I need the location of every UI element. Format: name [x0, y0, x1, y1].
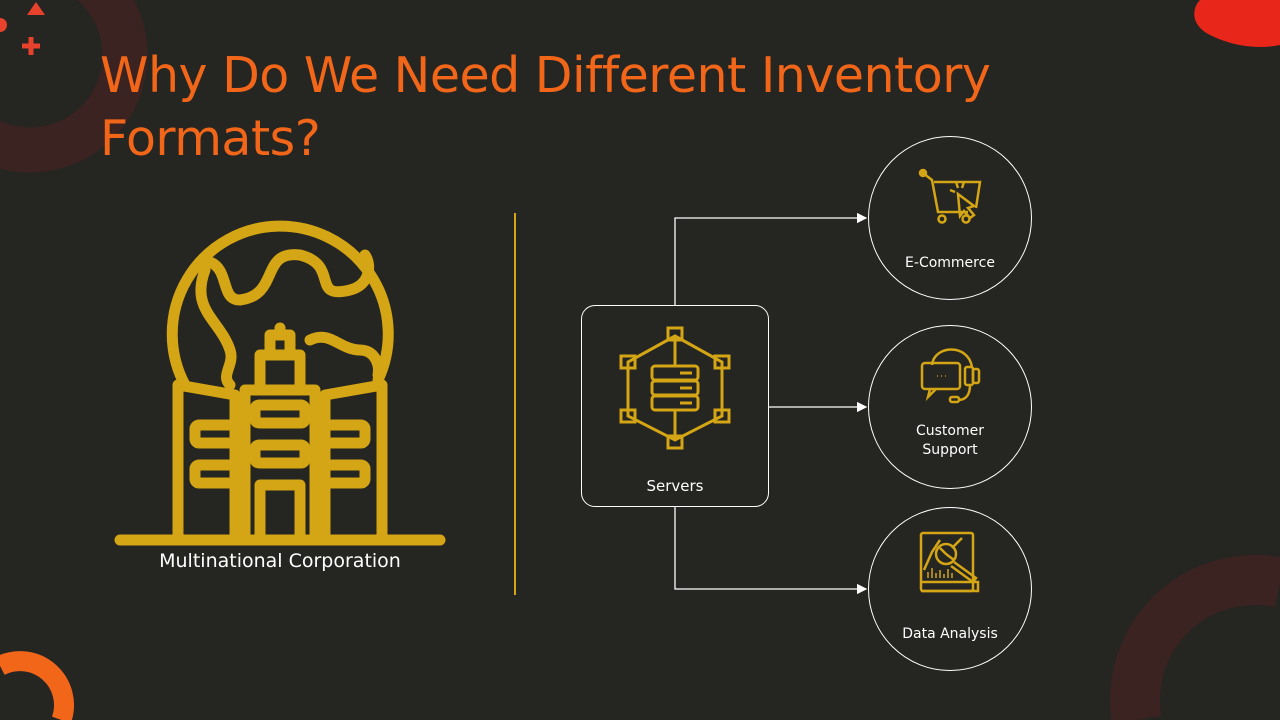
servers-label: Servers: [646, 477, 704, 495]
data-analysis-node: [868, 507, 1032, 671]
data-analysis-label: Data Analysis: [902, 626, 998, 642]
servers-node: [581, 305, 769, 507]
decor-plus: [22, 37, 40, 55]
decor-triangle: [27, 2, 45, 15]
customer-support-node: [868, 325, 1032, 489]
slide-title: Why Do We Need Different Inventory Forma…: [100, 47, 991, 167]
decor-ring-top-left: [0, 0, 148, 173]
corporation-label: Multinational Corporation: [159, 550, 401, 572]
decor-ring-bottom-left: [0, 651, 74, 720]
ecommerce-label: E-Commerce: [905, 255, 995, 271]
report-analysis-icon: [919, 531, 980, 593]
decor-dot: [0, 18, 7, 32]
customer-support-label: Customer Support: [915, 423, 984, 458]
server-network-icon: [619, 326, 731, 450]
headset-chat-icon: [920, 348, 981, 404]
ecommerce-node: [868, 136, 1032, 300]
decor-ring-bottom-right: [1110, 554, 1280, 720]
shopping-cart-click-icon: [918, 168, 982, 224]
arrow-to-ecommerce: [674, 212, 868, 305]
decor-blob-top-right: [1194, 0, 1280, 47]
arrow-to-analysis: [674, 507, 868, 595]
multinational-corporation-icon: [114, 220, 446, 546]
divider-line: [514, 213, 516, 595]
